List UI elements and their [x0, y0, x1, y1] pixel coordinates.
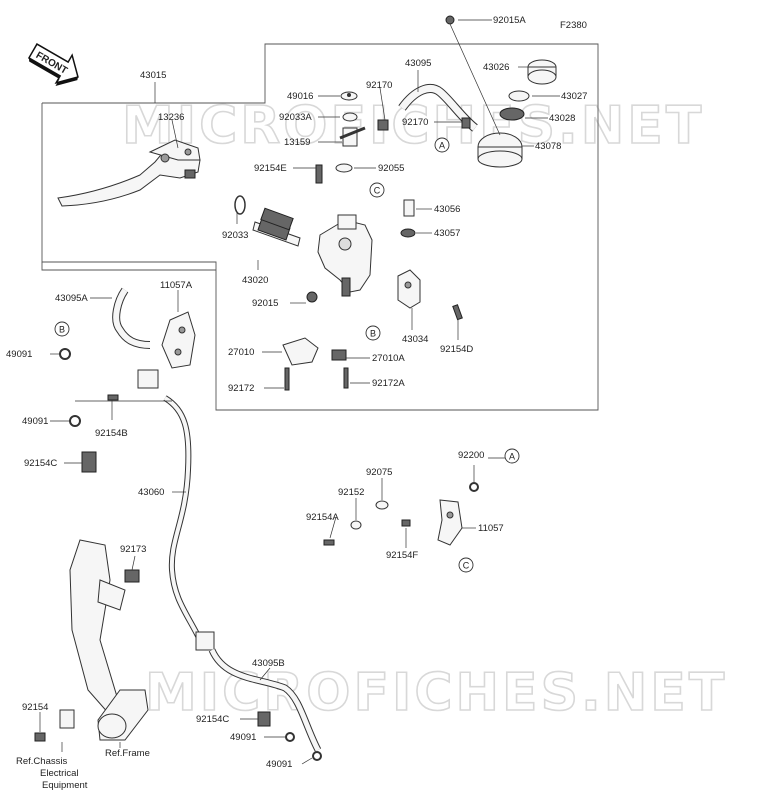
master-cylinder: [252, 214, 373, 297]
svg-text:B: B: [59, 325, 65, 335]
label-49016: 49016: [287, 91, 313, 102]
callout-circle-a-lower: A: [504, 448, 520, 464]
hose-43060: [163, 395, 215, 651]
label-13159: 13159: [284, 137, 310, 148]
svg-text:C: C: [463, 561, 470, 571]
label-43026: 43026: [483, 62, 509, 73]
label-92033A: 92033A: [279, 112, 312, 123]
label-ref-chassis-1: Ref.Chassis: [16, 756, 67, 767]
watermark-top: MICROFICHES.NET: [122, 96, 704, 156]
label-43015: 43015: [140, 70, 166, 81]
label-92170-top: 92170: [366, 80, 392, 91]
label-92055: 92055: [378, 163, 404, 174]
leader-lines: [39, 19, 560, 765]
svg-text:C: C: [374, 186, 381, 196]
callout-circle-b-left: B: [54, 321, 70, 337]
callout-circle-b-mid: B: [365, 325, 381, 341]
label-92173: 92173: [120, 544, 146, 555]
svg-text:B: B: [370, 329, 376, 339]
label-27010: 27010: [228, 347, 254, 358]
label-92075: 92075: [366, 467, 392, 478]
label-92172: 92172: [228, 383, 254, 394]
label-49091-b: 49091: [22, 416, 48, 427]
bracket-11057: [323, 482, 479, 546]
small-parts-top: [315, 91, 416, 238]
clutch-lever: [57, 139, 201, 207]
label-43020: 43020: [242, 275, 268, 286]
label-92154F: 92154F: [386, 550, 418, 561]
label-92154: 92154: [22, 702, 48, 713]
label-92154B: 92154B: [95, 428, 128, 439]
label-ref-chassis-3: Equipment: [42, 780, 88, 791]
label-43095B: 43095B: [252, 658, 285, 669]
svg-text:A: A: [509, 452, 515, 462]
label-92033: 92033: [222, 230, 248, 241]
label-92154E: 92154E: [254, 163, 287, 174]
callout-circle-a-top: A: [434, 137, 450, 153]
assembly-outline: [41, 43, 599, 411]
label-13236: 13236: [158, 112, 184, 123]
label-92015: 92015: [252, 298, 278, 309]
part-labels: 92015A 43015 13236 49016 92033A 92170 43…: [6, 15, 587, 791]
callout-circle-c-top: C: [369, 182, 385, 198]
label-43034: 43034: [402, 334, 428, 345]
label-92170-mid: 92170: [402, 117, 428, 128]
label-43060: 43060: [138, 487, 164, 498]
label-49091-d: 49091: [266, 759, 292, 770]
figure-code: F2380: [560, 20, 587, 31]
hose-43095: [377, 84, 478, 132]
label-11057: 11057: [478, 523, 504, 534]
label-92152: 92152: [338, 487, 364, 498]
label-43028: 43028: [549, 113, 575, 124]
piston-43020: [234, 195, 294, 231]
label-43095: 43095: [405, 58, 431, 69]
label-ref-frame: Ref.Frame: [105, 748, 150, 759]
label-49091-a: 49091: [6, 349, 32, 360]
label-43056: 43056: [434, 204, 460, 215]
label-49091-c: 49091: [230, 732, 256, 743]
front-arrow-icon: FRONT: [27, 43, 79, 86]
label-92154A: 92154A: [306, 512, 339, 523]
label-92154C-lower: 92154C: [196, 714, 229, 725]
label-43095A: 43095A: [55, 293, 88, 304]
bracket-11057A: [59, 287, 196, 473]
svg-text:A: A: [439, 141, 445, 151]
label-27010A: 27010A: [372, 353, 405, 364]
clamp-43034: [397, 269, 463, 321]
frame-tubes: [34, 539, 149, 742]
label-11057A: 11057A: [160, 280, 193, 291]
label-92200: 92200: [458, 450, 484, 461]
label-92154D: 92154D: [440, 344, 473, 355]
label-92015A: 92015A: [493, 15, 526, 26]
callout-circle-c-lower: C: [458, 557, 474, 573]
label-43027: 43027: [561, 91, 587, 102]
label-92172A: 92172A: [372, 378, 405, 389]
reservoir-43078: [445, 15, 557, 168]
label-43078: 43078: [535, 141, 561, 152]
label-43057: 43057: [434, 228, 460, 239]
label-92154C: 92154C: [24, 458, 57, 469]
label-ref-chassis-2: Electrical: [40, 768, 79, 779]
hose-43095B: [208, 648, 322, 761]
switch-27010: [282, 291, 349, 391]
